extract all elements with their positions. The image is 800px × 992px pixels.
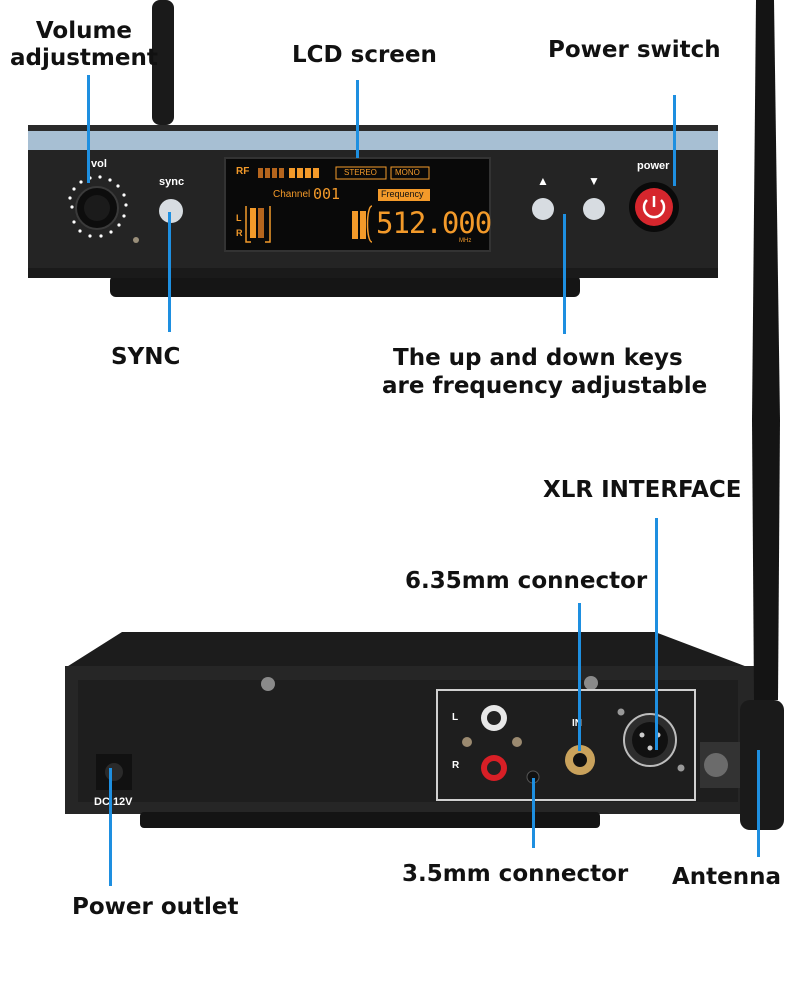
lcd-stereo-label: STEREO — [344, 168, 377, 177]
connector-35-leader — [532, 778, 535, 848]
power-outlet-label: Power outlet — [72, 894, 239, 920]
rear-r-label: R — [452, 760, 460, 771]
down-button-shape — [583, 198, 605, 220]
rear-in-label: IN — [572, 718, 582, 729]
lcd-channel-label: Channel — [273, 189, 311, 200]
sync-button-shape — [159, 199, 183, 223]
lcd-unit-label: MHz — [459, 238, 472, 244]
front-panel-illustration — [28, 0, 718, 297]
sync-callout-label: SYNC — [111, 344, 181, 370]
connector-635-label: 6.35mm connector — [405, 568, 648, 594]
rear-l-label: L — [452, 712, 459, 723]
antenna-label: Antenna — [672, 864, 782, 890]
front-top-strip — [28, 128, 718, 150]
power-switch-label: Power switch — [548, 37, 721, 63]
antenna-leader — [757, 750, 760, 857]
lcd-leader — [356, 80, 359, 158]
connector-635-leader — [578, 603, 581, 751]
lcd-mono-label: MONO — [395, 168, 420, 177]
xlr-interface-label: XLR INTERFACE — [543, 477, 742, 503]
power-leader — [673, 95, 676, 186]
frequency-tag — [378, 189, 430, 201]
sync-leader — [168, 212, 171, 332]
keys-leader — [563, 214, 566, 334]
front-antenna — [152, 0, 174, 125]
vol-label: vol — [91, 158, 107, 170]
lcd-frequency-value: 512.000 — [376, 206, 492, 240]
lcd-right-label: R — [236, 228, 243, 238]
lcd-left-label: L — [236, 213, 242, 223]
keys-label-line2: are frequency adjustable — [382, 373, 708, 399]
power-outlet-leader — [109, 768, 112, 886]
up-button-shape — [532, 198, 554, 220]
volume-adjustment-label: Volume adjustment — [10, 18, 158, 71]
lcd-screen-label: LCD screen — [292, 42, 437, 68]
xlr-leader — [655, 518, 658, 750]
front-base — [110, 275, 580, 297]
antenna-illustration — [740, 0, 784, 830]
down-arrow-icon[interactable]: ▼ — [588, 174, 600, 188]
sync-label: sync — [159, 176, 185, 188]
lcd-channel-value: 001 — [313, 185, 341, 203]
rf-meter — [258, 168, 319, 178]
lcd-rf-label: RF — [236, 166, 250, 177]
connector-35-label: 3.5mm connector — [402, 861, 629, 887]
rear-dc-label: DC 12V — [94, 796, 133, 808]
up-arrow-icon[interactable]: ▲ — [537, 174, 549, 188]
volume-leader — [87, 75, 90, 183]
power-label: power — [637, 160, 670, 172]
connector-plate — [436, 689, 696, 801]
keys-label-line1: The up and down keys — [393, 345, 683, 371]
lcd-frequency-label: Frequency — [381, 189, 424, 199]
volume-scale-dots — [68, 175, 128, 238]
